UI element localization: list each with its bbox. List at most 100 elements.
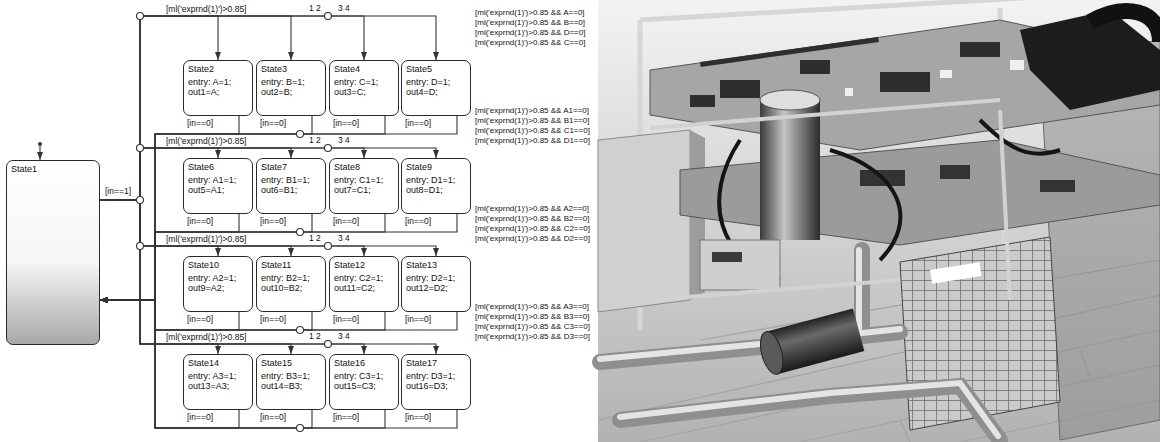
state-actions: entry: C1=1; out7=C1; <box>334 175 394 196</box>
state-actions: entry: C3=1; out15=C3; <box>334 371 394 392</box>
default-transition-dot <box>38 142 42 146</box>
state-name: State4 <box>334 64 394 75</box>
render-scene <box>598 0 1160 442</box>
transition-condition: [ml('exprnd(1)')>0.85 && D==0] <box>474 28 586 38</box>
black-module <box>1020 10 1160 110</box>
transition-condition: [ml('exprnd(1)')>0.85] <box>165 4 247 14</box>
transition-condition: [ml('exprnd(1)')>0.85 && B2==0] <box>474 214 590 224</box>
junction <box>325 243 332 250</box>
transition-condition: [in==0] <box>259 216 287 226</box>
execution-order: 2 <box>315 233 322 243</box>
state-actions: entry: B2=1; out10=B2; <box>261 273 321 294</box>
connective-junctions <box>137 13 332 432</box>
transition-condition: [in==0] <box>332 216 360 226</box>
transition-condition: [ml('exprnd(1)')>0.85 && C2==0] <box>474 224 591 234</box>
pipe-highlight <box>600 250 998 436</box>
black-strap <box>1090 11 1160 42</box>
state-name: State12 <box>334 260 394 271</box>
transition-condition: [ml('exprnd(1)')>0.85 && B==0] <box>474 18 586 28</box>
transition-condition: [in==0] <box>259 314 287 324</box>
state-box: State2entry: A=1; out1=A; <box>183 60 253 116</box>
state-name: State11 <box>261 260 321 271</box>
state-box: State3 entry: B=1; out2=B; <box>256 60 326 116</box>
state-box: State8entry: C1=1; out7=C1; <box>329 158 399 214</box>
state-name: State15 <box>261 358 321 369</box>
transition-condition: [in==0] <box>186 216 214 226</box>
state-name: State16 <box>334 358 394 369</box>
execution-order: 2 <box>315 331 322 341</box>
transition-arrow <box>100 200 436 354</box>
motor-top <box>760 90 820 110</box>
state-name: State6 <box>188 162 248 173</box>
battery-sticker <box>930 262 982 284</box>
state-box: State6entry: A1=1; out5=A1; <box>183 158 253 214</box>
execution-order: 3 <box>337 233 344 243</box>
wood-floor <box>598 0 1160 442</box>
transition-condition: [in==0] <box>404 216 432 226</box>
transition-condition: [in==0] <box>259 118 287 128</box>
transition-condition: [in==0] <box>332 314 360 324</box>
state-box: State9entry: D1=1; out8=D1; <box>401 158 471 214</box>
junction <box>297 229 304 236</box>
junction <box>325 145 332 152</box>
state-box: State7entry: B1=1; out6=B1; <box>256 158 326 214</box>
execution-order: 1 <box>308 3 315 13</box>
state-actions: entry: D3=1; out16=D3; <box>406 371 466 392</box>
state-name: State14 <box>188 358 248 369</box>
execution-order: 1 <box>308 331 315 341</box>
transition-condition: [ml('exprnd(1)')>0.85 && C1==0] <box>474 126 591 136</box>
state-box: State14entry: A3=1; out13=A3; <box>183 354 253 410</box>
junction <box>137 13 144 20</box>
junction <box>137 243 144 250</box>
frame-rod-front <box>650 100 1010 300</box>
board-chips <box>690 37 1000 107</box>
state-box: State13 entry: D2=1; out12=D2; <box>401 256 471 312</box>
transition-condition: [ml('exprnd(1)')>0.85 && D3==0] <box>474 332 591 342</box>
state-box: State4entry: C=1; out3=C; <box>329 60 399 116</box>
transition-condition: [ml('exprnd(1)')>0.85 && D1==0] <box>474 136 591 146</box>
state-actions: entry: D2=1; out12=D2; <box>406 273 466 294</box>
pipe <box>600 250 1000 440</box>
small-box <box>700 240 780 290</box>
execution-order: 2 <box>315 135 322 145</box>
state-actions: entry: A=1; out1=A; <box>188 77 248 98</box>
execution-order: 3 <box>337 135 344 145</box>
state-actions: entry: B=1; out2=B; <box>261 77 321 98</box>
transition-condition: [in==0] <box>404 412 432 422</box>
execution-order: 4 <box>344 3 351 13</box>
middle-board <box>680 140 1160 245</box>
state-box: State17entry: D3=1; out16=D3; <box>401 354 471 410</box>
transition-condition: [in==0] <box>332 412 360 422</box>
state-name: State7 <box>261 162 321 173</box>
junction <box>325 13 332 20</box>
transition-condition: [ml('exprnd(1)')>0.85 && A3==0] <box>474 302 590 312</box>
state-actions: entry: D=1; out4=D; <box>406 77 466 98</box>
transition-condition: [in==0] <box>404 314 432 324</box>
state-name: State3 <box>261 64 321 75</box>
transition-condition: [ml('exprnd(1)')>0.85] <box>165 332 247 342</box>
execution-order: 4 <box>344 135 351 145</box>
transition-condition: [ml('exprnd(1)')>0.85] <box>165 234 247 244</box>
state-box: State5entry: D=1; out4=D; <box>401 60 471 116</box>
transition-condition: [ml('exprnd(1)')>0.85 && D2==0] <box>474 234 591 244</box>
transition-condition: [ml('exprnd(1)')>0.85 && A2==0] <box>474 204 590 214</box>
transition-condition: [in==0] <box>186 412 214 422</box>
default-transition <box>39 146 40 160</box>
transition-condition: [in==0] <box>332 118 360 128</box>
transition-condition: [in==0] <box>404 118 432 128</box>
junction <box>137 145 144 152</box>
state-box: State11 entry: B2=1; out10=B2; <box>256 256 326 312</box>
execution-order: 3 <box>337 3 344 13</box>
dark-cylinder <box>756 308 864 376</box>
state-name: State9 <box>406 162 466 173</box>
state-name: State13 <box>406 260 466 271</box>
execution-order: 1 <box>308 233 315 243</box>
transition-condition: [in==1] <box>104 186 132 196</box>
state-box: State15 entry: B3=1; out14=B3; <box>256 354 326 410</box>
transition-condition: [in==0] <box>186 314 214 324</box>
state-actions: entry: B3=1; out14=B3; <box>261 371 321 392</box>
transition-condition: [in==0] <box>186 118 214 128</box>
junction <box>297 425 304 432</box>
state-actions: entry: A2=1; out9=A2; <box>188 273 248 294</box>
transition-condition: [ml('exprnd(1)')>0.85 && C==0] <box>474 38 586 48</box>
